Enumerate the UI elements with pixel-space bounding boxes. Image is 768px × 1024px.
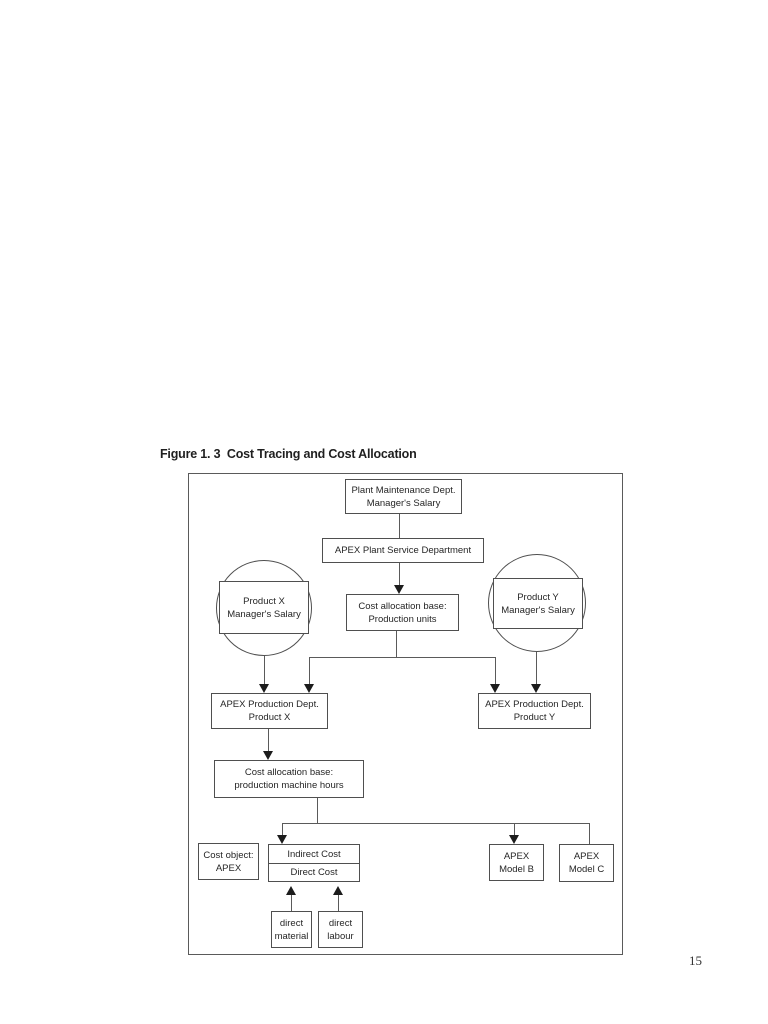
node-text: Cost object: [203,849,254,861]
node-product-y-salary: Product Y Manager's Salary [493,578,583,629]
connector-split-to-modelc [589,823,590,844]
node-text: direct [328,917,353,929]
node-text: Indirect Cost [287,848,341,860]
connector-split-to-deptx [309,657,310,684]
arrow-down-icon [490,684,500,693]
node-indirect-direct-cost: Indirect Cost Direct Cost [268,844,360,882]
node-text: Model B [499,863,534,875]
node-production-dept-x: APEX Production Dept. Product X [211,693,328,729]
node-cost-allocation-hours: Cost allocation base: production machine… [214,760,364,798]
arrow-up-icon [286,886,296,895]
connector-split-to-modelb [514,823,515,835]
connector-deptx-to-allochours [268,729,269,751]
arrow-down-icon [277,835,287,844]
arrow-down-icon [509,835,519,844]
connector-circlex-to-deptx [264,656,265,684]
node-production-dept-y: APEX Production Dept. Product Y [478,693,591,729]
node-text: APEX [503,850,530,862]
arrow-down-icon [304,684,314,693]
node-text: production machine hours [234,780,344,791]
connector-labour-to-directcost [338,895,339,911]
node-direct-material: direct material [271,911,312,948]
node-text: Product Y [517,591,559,603]
node-apex-model-c: APEX Model C [559,844,614,882]
connector-split-to-depty [495,657,496,684]
connector-circley-to-depty [536,652,537,684]
node-product-x-salary: Product X Manager's Salary [219,581,309,634]
node-direct-labour: direct labour [318,911,363,948]
node-text: APEX Plant Service Department [334,545,472,556]
page-number: 15 [689,953,702,968]
node-text: APEX Production Dept. [220,699,319,710]
node-text: Plant Maintenance Dept. [351,484,456,496]
arrow-down-icon [259,684,269,693]
arrow-down-icon [394,585,404,594]
connector-allocunits-down [396,631,397,657]
arrow-up-icon [333,886,343,895]
connector-material-to-directcost [291,895,292,911]
node-text: material [274,930,309,942]
node-text: Product X [248,712,291,723]
arrow-down-icon [263,751,273,760]
node-text: direct [279,917,304,929]
node-apex-plant-service: APEX Plant Service Department [322,538,484,563]
node-cost-allocation-units: Cost allocation base: Production units [346,594,459,631]
node-text: Direct Cost [290,867,338,878]
diagram-frame: Plant Maintenance Dept. Manager's Salary… [188,473,623,955]
figure-title: Figure 1. 3 Cost Tracing and Cost Alloca… [160,447,417,461]
node-text: Cost allocation base: [358,600,447,612]
connector-allochours-split [282,823,590,824]
node-cost-object-apex: Cost object: APEX [198,843,259,880]
node-text: Cost allocation base: [244,767,334,778]
node-text: APEX [573,851,600,862]
node-indirect-cost: Indirect Cost [269,845,359,864]
arrow-down-icon [531,684,541,693]
node-text: Production units [368,613,437,625]
node-text: Product X [243,595,285,607]
node-text: Manager's Salary [227,608,301,620]
node-text: labour [327,930,354,942]
connector-allochours-down [317,798,318,823]
node-text: Product Y [513,712,556,723]
node-text: APEX Production Dept. [485,699,584,710]
connector-plantmaint-to-service [399,514,400,538]
node-text: Manager's Salary [366,497,441,509]
connector-service-to-allocunits [399,563,400,585]
node-direct-cost: Direct Cost [269,864,359,881]
node-text: Model C [568,864,605,875]
node-text: Manager's Salary [501,604,575,616]
node-text: APEX [215,862,242,874]
node-apex-model-b: APEX Model B [489,844,544,881]
connector-split-to-indirect [282,823,283,835]
node-plant-maintenance: Plant Maintenance Dept. Manager's Salary [345,479,462,514]
connector-allocunits-split [309,657,496,658]
